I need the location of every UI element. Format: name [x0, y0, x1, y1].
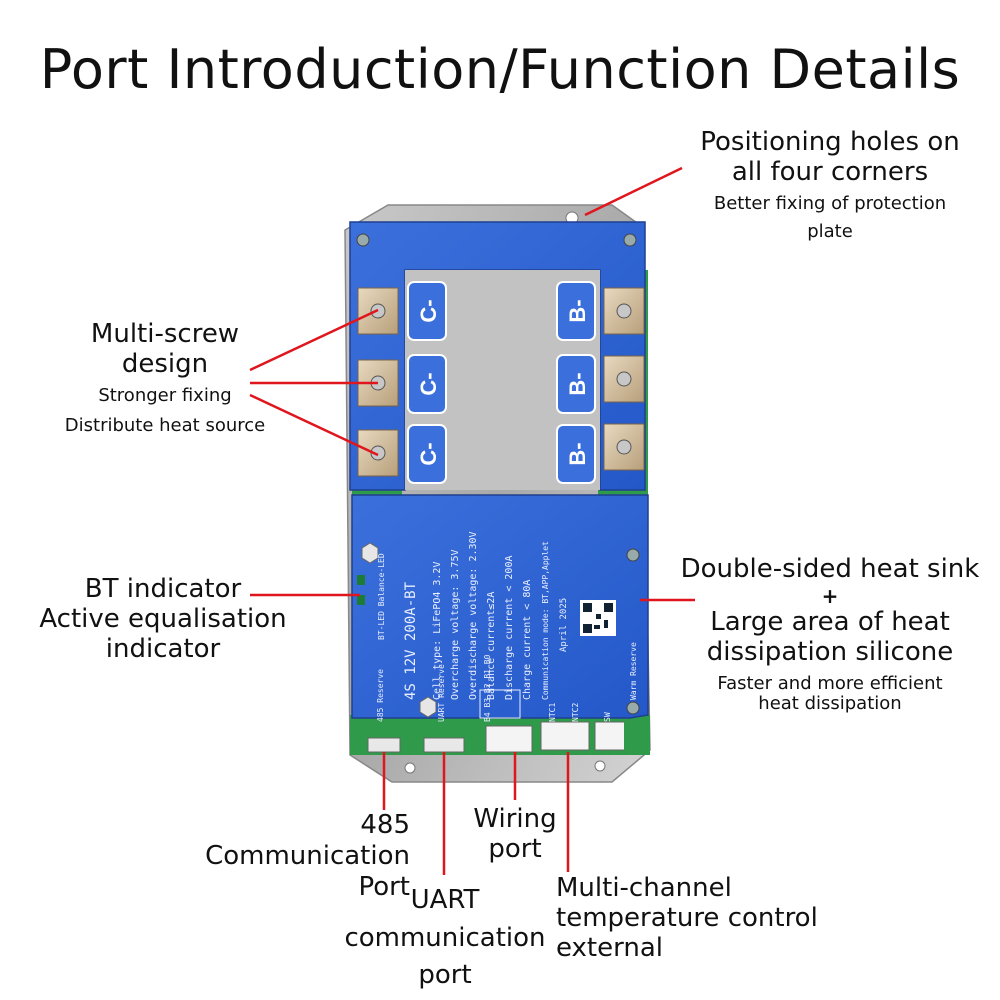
heatsink-line1: Double-sided heat sink [680, 554, 980, 584]
warm-label: Warm Reserve [629, 642, 638, 700]
port-label-485: 485 Reserve [376, 669, 385, 722]
port-label-ntc2: NTC2 [571, 703, 580, 722]
multiscrew-sub2: Distribute heat source [64, 415, 266, 437]
callout-multiscrew-3 [249, 393, 379, 457]
b-label-boxes [556, 281, 596, 484]
port-label-uart: UART Reserve [437, 664, 446, 722]
bt-led [357, 575, 365, 585]
qr-code [580, 600, 616, 636]
screw-hex [361, 542, 379, 564]
multiscrew-line2: design [121, 348, 209, 379]
label-positioning-holes: Positioning holes on all four corners Be… [680, 127, 980, 243]
spec-line-2: Overcharge voltage: 3.75V [450, 549, 461, 700]
heatsink-plus: + [821, 583, 839, 608]
heatsink-sub1: Faster and more efficient [717, 672, 943, 694]
port-label-ntc1: NTC1 [548, 703, 557, 722]
bt-line2: Active equalisation [39, 603, 287, 634]
temp-line1: Multi-channel [556, 873, 732, 903]
c-label-boxes [407, 281, 447, 484]
callout-positioning [584, 166, 683, 217]
uart-line1: UART [410, 885, 480, 915]
uart-line3: port [418, 960, 472, 991]
screw-hex [419, 696, 437, 718]
port485-line2: Communication [205, 841, 410, 872]
c-label-3: C- [416, 442, 441, 465]
screw [626, 701, 640, 715]
label-heat-sink: Double-sided heat sink + Large area of h… [665, 554, 995, 715]
b-label-2: B- [565, 372, 590, 395]
uart-line2: communication [344, 922, 546, 953]
bt-line1: BT indicator [84, 574, 242, 604]
spec-line-4: Balance current≤2A [486, 592, 497, 700]
spec-line-6: Charge current < 80A [522, 580, 533, 700]
b-label-1: B- [565, 299, 590, 322]
positioning-hole [594, 760, 606, 772]
port-label-box [479, 689, 521, 719]
temp-line2: temperature control [556, 902, 818, 933]
port485-line1: 485 [360, 810, 410, 840]
port485-line3: Port [358, 872, 410, 903]
wiring-line1: Wiring [473, 804, 557, 834]
blue-lower-plate [351, 494, 649, 719]
positioning-line1: Positioning holes on [700, 127, 960, 157]
label-temperature-control: Multi-channel temperature control extern… [556, 873, 846, 964]
left-terminals [357, 287, 399, 477]
heatsink-sub2: heat dissipation [758, 693, 902, 715]
b-label-3: B- [565, 442, 590, 465]
label-wiring-port: Wiring port [460, 804, 570, 865]
spec-line-8: April 2025 [559, 598, 569, 652]
positioning-line2: all four corners [731, 156, 929, 187]
multiscrew-line1: Multi-screw [90, 319, 240, 349]
positioning-sub1: Better fixing of protection [713, 192, 947, 214]
positioning-sub2: plate [807, 221, 853, 243]
right-terminals [603, 287, 645, 471]
spec-line-1: Cell type: LiFePO4 3.2V [432, 562, 443, 700]
c-label-1: C- [416, 299, 441, 322]
spec-line-7: Communication mode: BT,APP,Applet [541, 541, 550, 700]
heatsink-line3: dissipation silicone [706, 636, 954, 667]
callout-multiscrew-1 [249, 308, 379, 372]
spec-line-5: Discharge current < 200A [504, 556, 515, 701]
temp-line3: external [556, 932, 663, 963]
label-bt-indicator: BT indicator Active equalisation indicat… [28, 574, 298, 665]
port-label-b: B4 B3 B2 B1 B0 [483, 654, 492, 722]
wiring-line2: port [488, 833, 542, 864]
screw [626, 548, 640, 562]
spec-title: 4S 12V 200A-BT [403, 581, 419, 700]
led-label: BT-LED Balance-LED [377, 553, 386, 640]
c-label-2: C- [416, 372, 441, 395]
label-uart-port: UART communication port [340, 882, 550, 995]
bt-line3: indicator [105, 633, 221, 664]
page-title: Port Introduction/Function Details [39, 38, 961, 101]
positioning-hole [404, 762, 416, 774]
balance-led [357, 595, 365, 605]
screw [356, 233, 370, 247]
multiscrew-sub1: Stronger fixing [98, 384, 232, 406]
port-label-sw: SW [603, 712, 612, 722]
screw [623, 233, 637, 247]
label-485-port: 485 Communication Port [200, 810, 410, 904]
label-multi-screw: Multi-screw design Stronger fixing Distr… [40, 319, 290, 437]
spec-line-3: Overdischarge voltage: 2.30V [468, 531, 479, 700]
heatsink-line2: Large area of heat [710, 606, 950, 637]
